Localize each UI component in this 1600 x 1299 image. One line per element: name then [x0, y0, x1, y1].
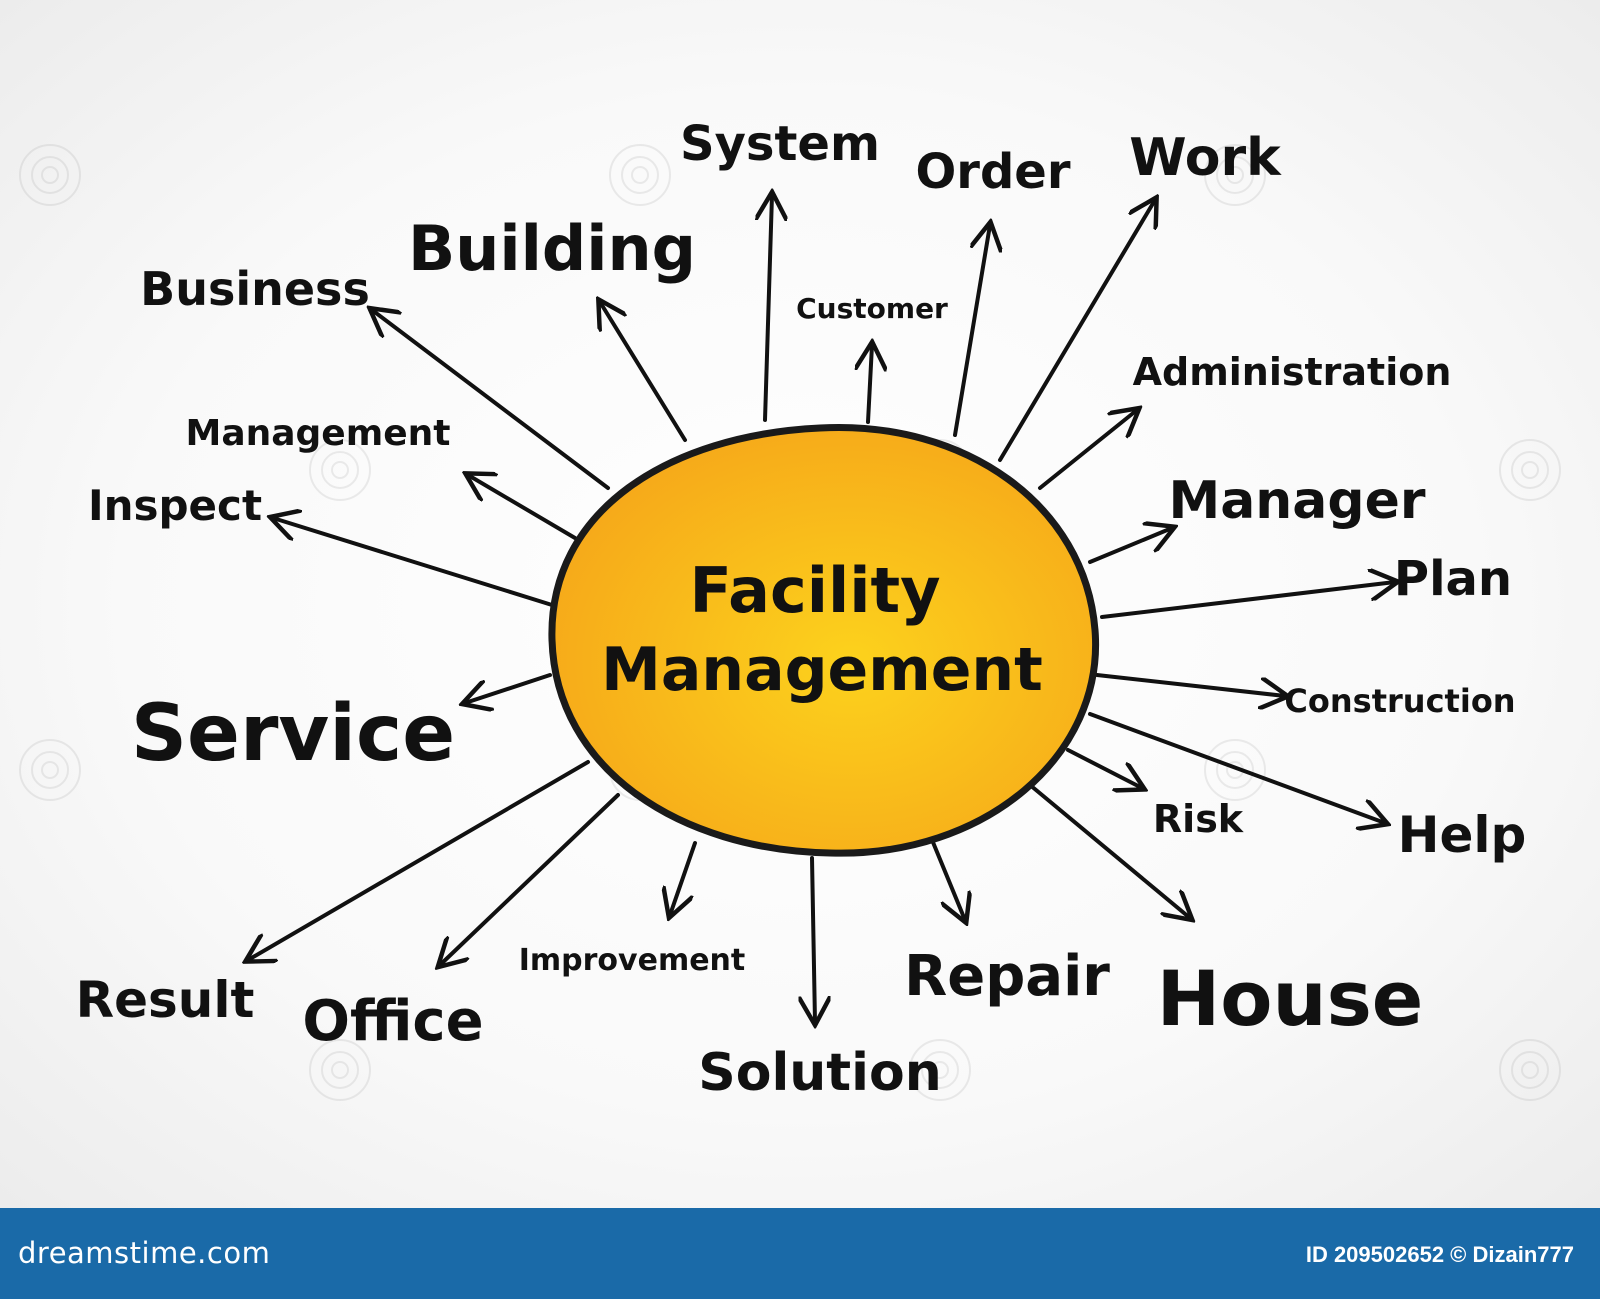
arrow-order	[953, 225, 990, 437]
node-help: Help	[1398, 806, 1527, 864]
watermark-spiral-icon	[19, 739, 81, 801]
node-inspect: Inspect	[88, 481, 262, 530]
center-title-line1: Facility	[689, 554, 940, 627]
arrow-result	[248, 760, 590, 960]
central-circle	[548, 423, 1100, 857]
watermark-spiral-icon	[309, 439, 371, 501]
diagram-canvas: Facility Management System Order Work Bu…	[0, 0, 1600, 1208]
watermark-spiral-icon	[1499, 1039, 1561, 1101]
arrow-administration	[1038, 410, 1137, 490]
footer-image-id: ID 209502652 © Dizain777	[1305, 1242, 1574, 1267]
watermark-spiral-icon	[909, 1039, 971, 1101]
node-solution: Solution	[698, 1043, 941, 1103]
footer-bar: dreamstime.com ID 209502652 © Dizain777	[0, 1208, 1600, 1299]
mind-map: Facility Management System Order Work Bu…	[19, 116, 1561, 1103]
arrow-management	[468, 475, 577, 540]
node-service: Service	[131, 689, 455, 779]
watermark-spiral-icon	[1204, 739, 1266, 801]
node-result: Result	[76, 971, 255, 1029]
node-risk: Risk	[1153, 797, 1244, 841]
watermark-spiral-icon	[19, 144, 81, 206]
arrow-help	[1088, 712, 1385, 823]
arrow-inspect	[273, 518, 554, 607]
node-work: Work	[1129, 128, 1282, 188]
node-building: Building	[408, 212, 696, 285]
node-labels: System Order Work Building Business Cust…	[76, 116, 1527, 1103]
arrow-service	[465, 673, 552, 703]
footer-brand: dreamstime.com	[18, 1236, 271, 1270]
watermark-spiral-icon	[1499, 439, 1561, 501]
node-house: House	[1157, 954, 1424, 1043]
watermark-spiral-icon	[609, 144, 671, 206]
arrow-construction	[1095, 673, 1285, 696]
central-node: Facility Management	[548, 423, 1100, 857]
arrow-work	[998, 200, 1155, 462]
node-management: Management	[186, 413, 451, 454]
arrow-system	[765, 195, 772, 422]
arrow-risk	[1066, 748, 1142, 788]
node-manager: Manager	[1168, 471, 1425, 531]
node-improvement: Improvement	[519, 943, 746, 978]
arrow-building	[600, 302, 687, 442]
arrow-solution	[812, 856, 815, 1022]
node-office: Office	[302, 989, 483, 1054]
node-administration: Administration	[1133, 350, 1452, 394]
arrow-plan	[1100, 582, 1395, 619]
node-plan: Plan	[1394, 551, 1512, 607]
arrow-improvement	[670, 841, 697, 915]
arrow-manager	[1088, 528, 1172, 564]
arrow-customer	[868, 345, 872, 424]
arrow-office	[440, 793, 620, 965]
connector-arrows	[248, 195, 1395, 1022]
center-title-line2: Management	[601, 635, 1043, 705]
node-customer: Customer	[796, 292, 948, 325]
node-construction: Construction	[1284, 682, 1515, 720]
node-order: Order	[915, 144, 1070, 200]
watermark-spiral-icon	[1204, 144, 1266, 206]
arrow-repair	[928, 833, 965, 920]
node-repair: Repair	[904, 944, 1110, 1009]
arrow-house	[1028, 783, 1190, 918]
arrow-business	[372, 310, 610, 490]
watermark-spiral-icon	[309, 1039, 371, 1101]
node-business: Business	[140, 262, 370, 316]
node-system: System	[680, 116, 880, 172]
